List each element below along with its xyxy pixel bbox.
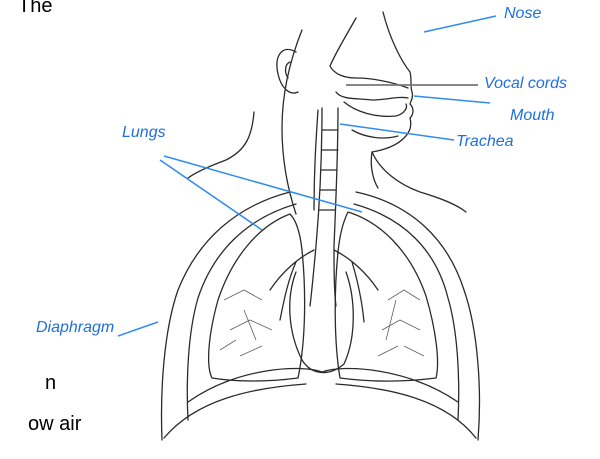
- leader-diaphragm: [118, 322, 158, 336]
- leader-mouth: [414, 96, 490, 103]
- right-lung-branches: [378, 290, 424, 356]
- label-diaphragm: Diaphragm: [36, 320, 114, 336]
- label-trachea: Trachea: [456, 134, 514, 150]
- nasal-cavity-outline: [330, 18, 408, 88]
- label-lungs: Lungs: [122, 125, 166, 141]
- ribcage-outer-right: [356, 192, 479, 440]
- lower-rib-arc-left: [164, 384, 306, 438]
- left-lung-branches: [220, 290, 272, 356]
- back-of-neck-outline: [282, 30, 302, 214]
- left-shoulder-line: [188, 112, 254, 178]
- right-bronchus: [334, 250, 378, 322]
- ribcage-outer-left: [162, 192, 290, 440]
- throat-outline: [314, 110, 318, 210]
- leader-nose: [424, 16, 496, 32]
- ear-outline: [277, 49, 298, 93]
- label-nose: Nose: [504, 6, 541, 22]
- label-mouth: Mouth: [510, 108, 554, 124]
- right-lung-outline: [335, 212, 437, 381]
- lower-rib-arc-right: [336, 384, 476, 438]
- pharynx-outline: [336, 92, 408, 100]
- heart-outline: [290, 272, 354, 373]
- right-shoulder-line: [372, 152, 466, 212]
- leader-lungs-left: [160, 160, 262, 230]
- label-vocal-cords: Vocal cords: [484, 76, 567, 92]
- ribcage-inner-left: [187, 204, 296, 420]
- tongue-outline: [344, 102, 407, 116]
